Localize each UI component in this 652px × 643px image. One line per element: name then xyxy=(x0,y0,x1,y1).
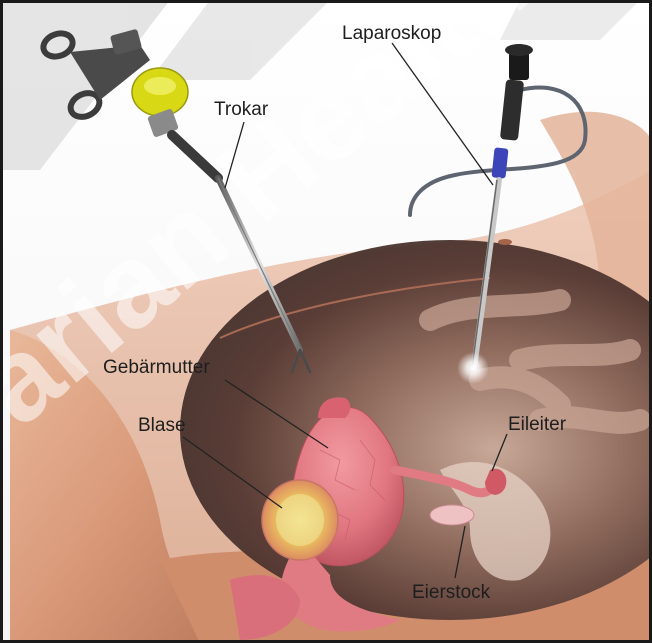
ovary xyxy=(430,505,474,525)
label-blase: Blase xyxy=(138,415,186,436)
label-eileiter: Eileiter xyxy=(508,414,567,435)
label-eierstock: Eierstock xyxy=(412,582,491,603)
label-gebaermutter: Gebärmutter xyxy=(103,357,210,378)
bladder xyxy=(262,480,338,560)
navel xyxy=(498,239,512,245)
light-flash xyxy=(457,352,489,384)
label-trokar: Trokar xyxy=(214,99,269,120)
label-laparoskop: Laparoskop xyxy=(342,23,441,44)
